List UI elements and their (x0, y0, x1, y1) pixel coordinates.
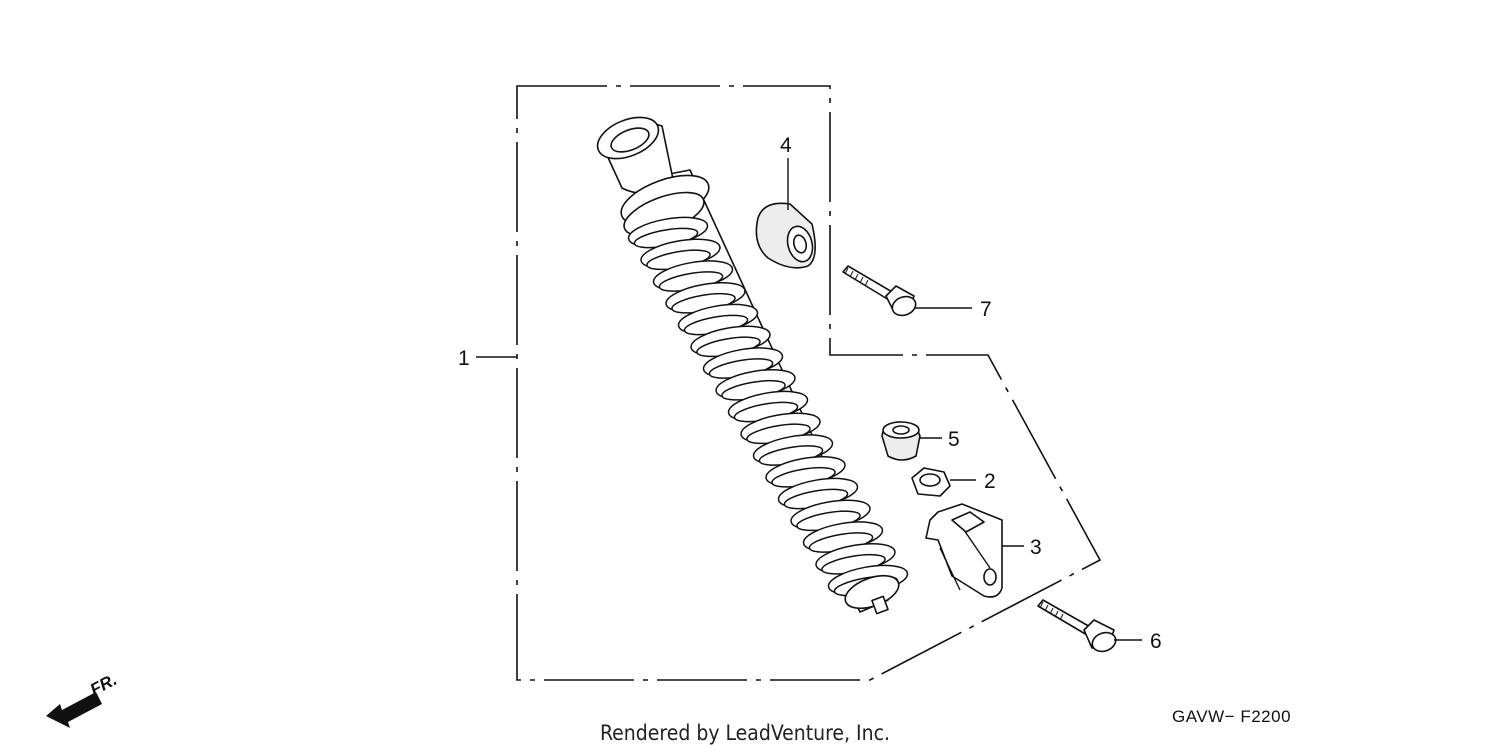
callout-2: 2 (984, 470, 996, 493)
spring-coils (627, 216, 909, 597)
lower-bolt (1037, 599, 1117, 653)
lower-bushing (881, 421, 921, 461)
callout-3: 3 (1030, 536, 1042, 559)
hex-nut (911, 467, 951, 497)
callout-1: 1 (458, 347, 470, 370)
upper-bolt (842, 265, 917, 317)
callout-7: 7 (980, 298, 992, 321)
shock-absorber (596, 116, 909, 615)
callout-6: 6 (1150, 630, 1162, 653)
front-direction-indicator: FR. (46, 670, 120, 728)
rendered-by-credit: Rendered by LeadVenture, Inc. (600, 721, 890, 745)
callout-4: 4 (780, 134, 792, 157)
assembly-outline (516, 85, 1102, 681)
upper-bushing (755, 202, 816, 269)
front-arrow-icon (46, 692, 102, 728)
callout-5: 5 (948, 428, 960, 451)
mounting-bracket (925, 503, 1003, 598)
diagram-code: GAVW− F2200 (1172, 707, 1291, 726)
